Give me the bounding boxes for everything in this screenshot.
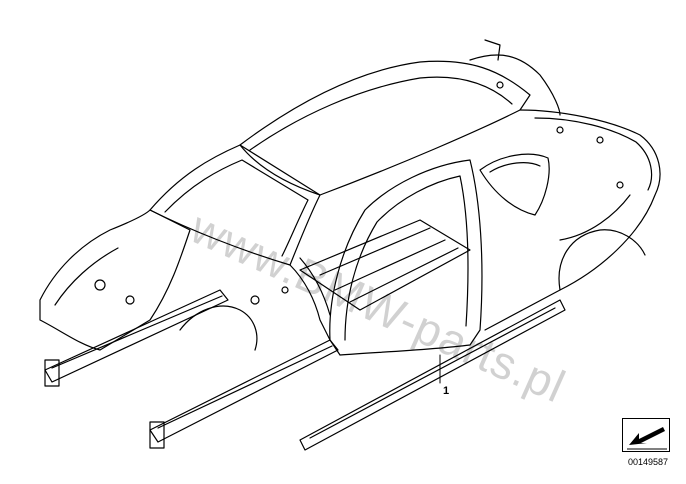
rear-window-frame (479, 153, 550, 216)
part-number-label: 1 (443, 385, 450, 397)
roof-panel (239, 60, 531, 196)
rear-wheel-arch (558, 229, 646, 291)
front-wheelhouse (179, 305, 258, 351)
front-rail-right-plate (149, 421, 165, 449)
side-sill (299, 299, 566, 451)
front-rail-left-plate (44, 359, 60, 387)
front-rail-left (44, 289, 229, 383)
front-left-structure (39, 209, 191, 351)
floor-pan (299, 219, 471, 311)
rear-quarter-panel (484, 109, 661, 331)
reference-code: 00149587 (627, 457, 669, 467)
front-rail-right (149, 339, 339, 443)
windshield-frame (149, 144, 321, 266)
a-pillar (289, 264, 331, 341)
door-opening (329, 159, 483, 356)
reference-box (622, 418, 670, 452)
arrow-pointing-down-left-icon (627, 427, 667, 450)
